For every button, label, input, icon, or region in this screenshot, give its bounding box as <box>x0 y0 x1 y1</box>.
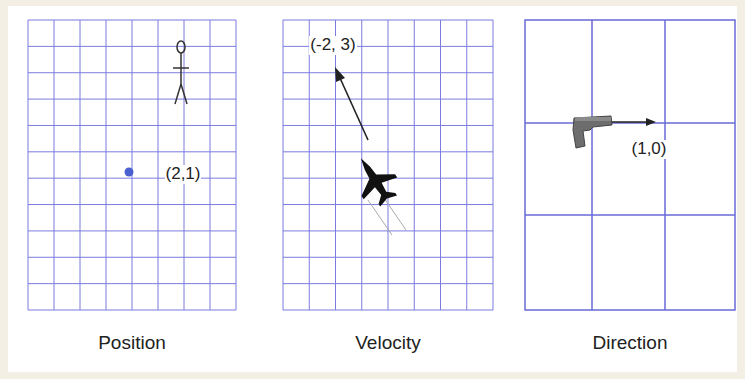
jet-plane <box>344 147 405 212</box>
coordinate-label: (1,0) <box>631 140 668 159</box>
direction-grid <box>525 20 735 310</box>
white-ground <box>8 6 737 372</box>
pistol <box>573 116 612 148</box>
stick-figure <box>173 41 189 104</box>
position-grid <box>28 20 236 310</box>
origin-dot <box>125 168 134 177</box>
arrow-head <box>646 118 656 126</box>
panel-caption: Position <box>98 333 166 354</box>
coordinate-label: (-2, 3) <box>309 36 356 55</box>
coordinate-label: (2,1) <box>165 165 202 184</box>
arrow-head <box>335 67 345 82</box>
velocity-grid <box>283 20 493 310</box>
trail <box>382 195 406 230</box>
direction-arrow <box>612 121 648 123</box>
panel-caption: Velocity <box>355 333 420 354</box>
panel-caption: Direction <box>593 333 668 354</box>
velocity-arrow <box>340 78 368 140</box>
